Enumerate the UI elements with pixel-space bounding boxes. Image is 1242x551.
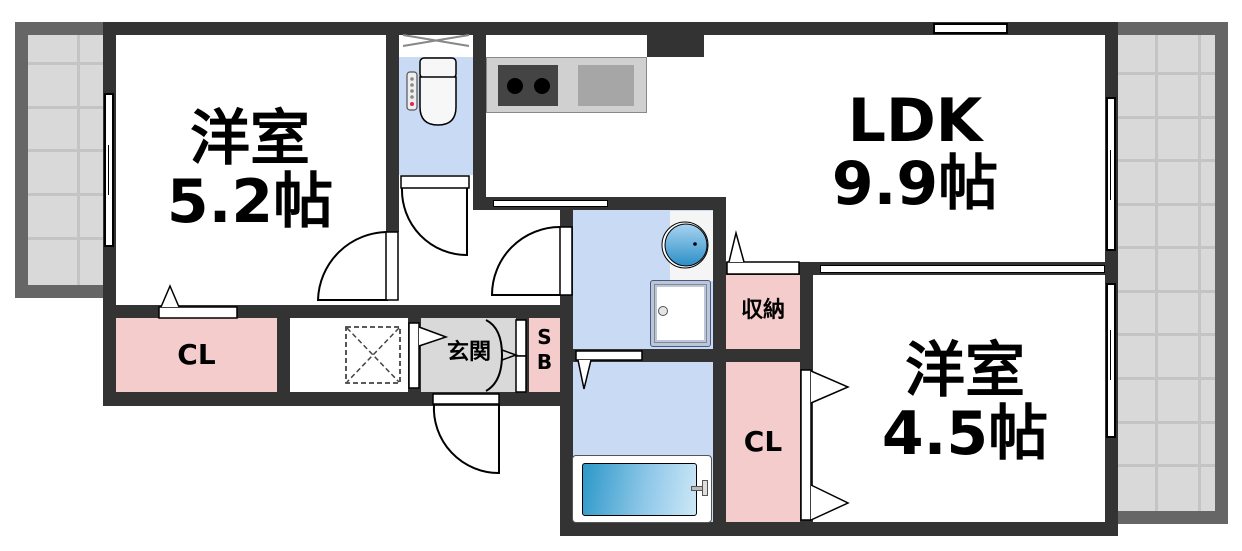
toilet-icon: [406, 57, 457, 126]
sliding-door-hall-ldk[interactable]: [493, 200, 608, 207]
room-size: 4.5帖: [881, 399, 1049, 469]
room-name: 洋室: [190, 104, 310, 174]
sliding-door-ldk-room2[interactable]: [820, 265, 1105, 273]
door-room1[interactable]: [316, 230, 400, 302]
closet-left: [116, 318, 277, 392]
door-storage-genkan[interactable]: [408, 322, 468, 392]
balcony-left: [15, 22, 105, 298]
door-entrance[interactable]: [431, 393, 503, 478]
door-closet-right[interactable]: [800, 368, 854, 523]
shoe-box: [529, 318, 560, 392]
entrance-floor: [421, 318, 516, 392]
washbasin-icon: [661, 221, 709, 269]
room-size: 9.9帖: [831, 149, 999, 219]
wall-room1-toilet: [386, 22, 399, 232]
washing-machine-pan: [650, 280, 711, 347]
door-storage[interactable]: [726, 228, 802, 276]
bathtub: [572, 455, 712, 523]
bathtub-basin: [582, 463, 697, 516]
storage-label: 収納: [740, 298, 785, 323]
wall-block-kitchen: [647, 22, 704, 57]
kitchen-counter: [486, 57, 647, 113]
room-name: LDK: [847, 86, 983, 156]
closet-label-right: CL: [743, 425, 783, 458]
drain-icon: [658, 306, 668, 316]
room-label-western-1: 洋室 5.2帖: [150, 108, 350, 234]
closet-right: [726, 362, 800, 522]
wall-cl-left-right: [277, 305, 290, 405]
kitchen-sink: [578, 65, 634, 106]
wall-wash-right: [713, 197, 726, 527]
room-label-ldk: LDK 9.9帖: [800, 90, 1030, 216]
burner-icon: [534, 78, 550, 94]
stove: [498, 65, 558, 106]
shoe-box-label-s: S: [537, 325, 552, 349]
floor-hatch-icon: [345, 326, 401, 384]
closet-label-left: CL: [177, 338, 216, 371]
window-room1-left: [104, 93, 114, 247]
wall-storage-cl: [713, 349, 813, 362]
room-name: 洋室: [905, 336, 1025, 406]
entrance-label: 玄関: [446, 340, 491, 365]
window-ldk-top: [933, 23, 1008, 34]
balcony-right: [1117, 22, 1228, 524]
door-bathroom[interactable]: [574, 349, 644, 394]
window-room2-right: [1106, 283, 1116, 438]
room-label-western-2: 洋室 4.5帖: [855, 340, 1075, 466]
shoe-box-label-b: B: [536, 350, 553, 374]
door-toilet[interactable]: [399, 175, 475, 259]
storage: [726, 275, 800, 349]
wall-toilet-right: [473, 22, 486, 210]
wall-bottom-right: [560, 522, 1118, 536]
toilet-vent: [399, 34, 473, 47]
door-closet-left[interactable]: [155, 280, 240, 320]
wall-top: [103, 22, 1118, 35]
door-entrance-inner[interactable]: [480, 318, 528, 393]
room-size: 5.2帖: [166, 167, 334, 237]
burner-icon: [507, 78, 523, 94]
door-washroom[interactable]: [490, 225, 575, 297]
window-ldk-right: [1106, 97, 1116, 251]
room-western-5-2: [116, 35, 386, 305]
